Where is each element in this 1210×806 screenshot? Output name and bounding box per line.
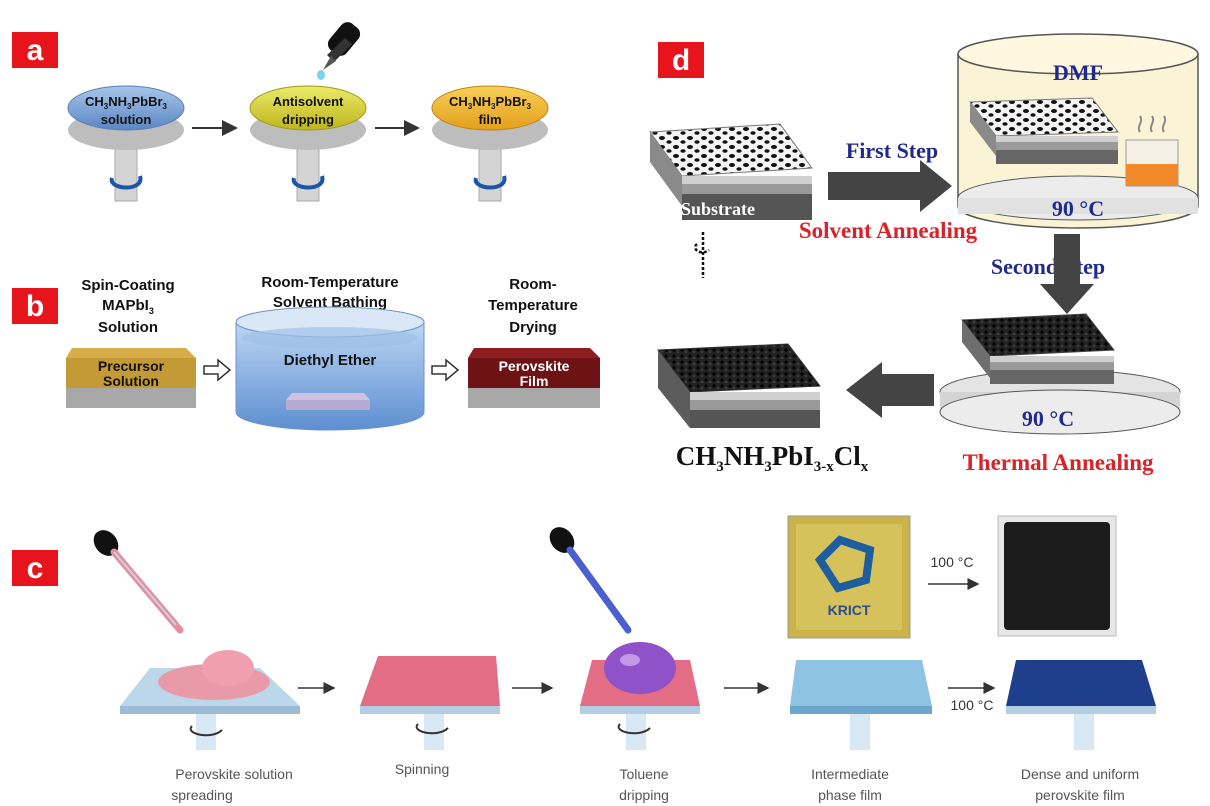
substrate-label: Substrate — [681, 199, 755, 219]
step3-line3: Drying — [509, 319, 557, 336]
step2-line2: Solvent Bathing — [273, 294, 387, 311]
spin-disc-2: Antisolvent dripping — [249, 85, 367, 202]
badge-c — [12, 550, 58, 586]
second-step-label: Second Step — [991, 254, 1105, 279]
disc1-formula: CH3NH3PbBr3 — [85, 94, 168, 111]
panel-c: c — [12, 515, 1156, 803]
caption4-line1: Intermediate — [811, 766, 889, 782]
precursor-line1: Precursor — [98, 358, 165, 374]
badge-a-label: a — [27, 34, 44, 67]
spin-axis-icon — [693, 232, 710, 278]
first-step-label: First Step — [846, 138, 938, 163]
substrate-stack: Substrate — [649, 123, 813, 278]
rotation-arrow-icon — [617, 723, 651, 735]
caption4-line2: phase film — [818, 787, 882, 803]
rotation-arrow-icon — [109, 175, 143, 190]
perovskite-slab: Perovskite Film — [468, 348, 600, 408]
stage1-substrate — [120, 650, 300, 750]
dmf-chamber: DMF 90 °C — [957, 33, 1199, 229]
disc3-label: film — [478, 112, 501, 127]
perovskite-line2: Film — [520, 373, 549, 389]
spin-disc-1: CH3NH3PbBr3 solution — [67, 85, 185, 202]
pipette-pink-icon — [93, 530, 184, 634]
product-formula: CH3NH3PbI3-xClx — [676, 441, 869, 475]
stage2-substrate — [360, 656, 500, 750]
caption5-line1: Dense and uniform — [1021, 766, 1139, 782]
caption3-line1: Toluene — [619, 766, 668, 782]
precursor-line2: Solution — [103, 373, 159, 389]
solvent-annealing-label: Solvent Annealing — [799, 218, 978, 243]
hollow-arrow-icon — [203, 358, 232, 382]
arrow-first-step — [828, 160, 952, 212]
step2-line1: Room-Temperature — [261, 274, 398, 291]
badge-c-label: c — [27, 552, 44, 585]
disc3-formula: CH3NH3PbBr3 — [449, 94, 532, 111]
panel-d: d Substrate First Step Solvent Annealing… — [649, 33, 1199, 475]
badge-a — [12, 32, 58, 68]
bath-label: Diethyl Ether — [284, 352, 377, 369]
step1-line3: Solution — [98, 319, 158, 336]
temp2-label: 90 °C — [1022, 406, 1074, 431]
stage4-substrate — [790, 660, 932, 750]
panel-b: b Spin-Coating MAPbI3 Solution Precursor… — [12, 274, 600, 431]
temp1-label: 90 °C — [1052, 196, 1104, 221]
krict-logo-text: KRICT — [828, 602, 871, 618]
badge-d — [658, 42, 704, 78]
intermediate-photo: KRICT — [787, 515, 911, 639]
step1-line2: MAPbI3 — [102, 297, 154, 316]
solvent-bath: Diethyl Ether — [235, 306, 425, 431]
panel-a: a CH3NH3PbBr3 solution Antisolvent dripp… — [12, 22, 549, 202]
hollow-arrow-icon — [431, 358, 460, 382]
rotation-arrow-icon — [189, 725, 223, 737]
caption2-line1: Spinning — [395, 761, 450, 777]
dense-film-photo — [997, 515, 1117, 637]
precursor-slab: Precursor Solution — [66, 348, 196, 408]
caption1-line2: spreading — [171, 787, 233, 803]
arrow-third-step — [846, 362, 934, 418]
badge-b — [12, 288, 58, 324]
dmf-label: DMF — [1053, 60, 1103, 85]
rotation-arrow-icon — [473, 175, 507, 190]
caption1-line1: Perovskite solution — [175, 766, 293, 782]
badge-b-label: b — [26, 290, 44, 323]
caption5-line2: perovskite film — [1035, 787, 1124, 803]
stage3-substrate — [580, 642, 700, 750]
stage5-substrate — [1006, 660, 1156, 750]
temp-c2-label: 100 °C — [951, 697, 994, 713]
disc2-line2: dripping — [282, 112, 334, 127]
dropper-icon — [317, 22, 361, 80]
caption3-line2: dripping — [619, 787, 669, 803]
pipette-blue-icon — [549, 527, 632, 634]
disc1-label: solution — [101, 112, 152, 127]
step3-line1: Room- — [509, 276, 557, 293]
arrow-second-step — [1040, 234, 1094, 314]
badge-d-label: d — [672, 44, 690, 77]
rotation-arrow-icon — [291, 175, 325, 190]
thermal-annealing-label: Thermal Annealing — [962, 450, 1154, 475]
temp-c1-label: 100 °C — [931, 554, 974, 570]
spin-disc-3: CH3NH3PbBr3 film — [431, 85, 549, 202]
vapor-icon — [1137, 115, 1167, 133]
final-film-stack — [657, 343, 821, 428]
step1-line1: Spin-Coating — [81, 277, 174, 294]
krict-logo-mark — [814, 535, 875, 593]
step3-line2: Temperature — [488, 297, 578, 314]
disc2-line1: Antisolvent — [273, 94, 344, 109]
perovskite-line1: Perovskite — [499, 358, 570, 374]
thermal-plate: 90 °C — [939, 313, 1181, 435]
rotation-arrow-icon — [415, 723, 449, 735]
